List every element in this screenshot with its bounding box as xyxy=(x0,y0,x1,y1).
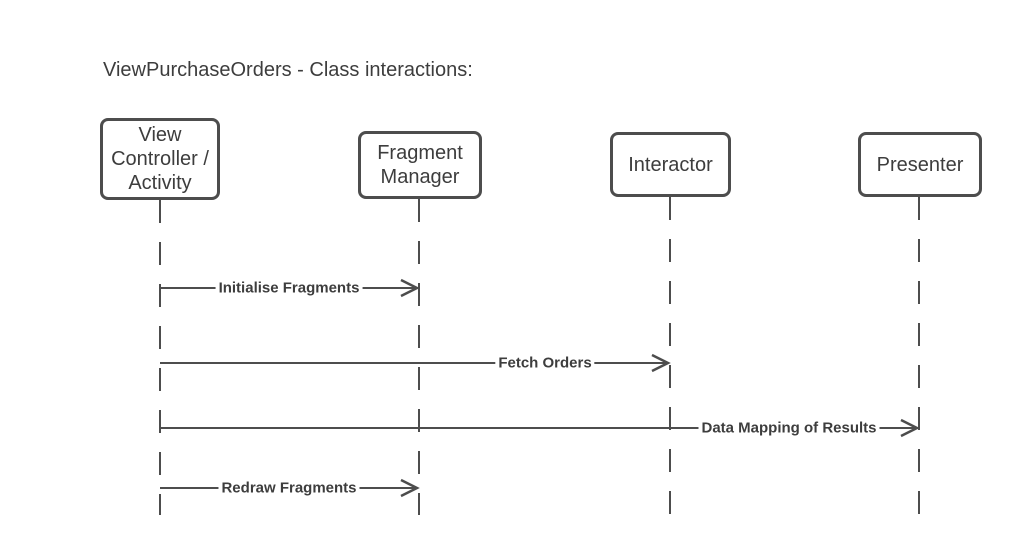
arrowhead-right-icon xyxy=(400,478,420,498)
actor-label: View Controller / Activity xyxy=(111,124,209,194)
message-label-redraw-fragments: Redraw Fragments xyxy=(218,479,360,497)
diagram-title: ViewPurchaseOrders - Class interactions: xyxy=(103,59,473,81)
arrowhead-right-icon xyxy=(651,353,671,373)
actor-label: Fragment Manager xyxy=(377,142,463,188)
arrowhead-right-icon xyxy=(900,418,920,438)
actor-label: Interactor xyxy=(628,153,713,176)
message-label-initialise-fragments: Initialise Fragments xyxy=(215,279,363,297)
actor-box-presenter: Presenter xyxy=(858,132,982,197)
arrowhead-right-icon xyxy=(400,278,420,298)
actor-box-view-controller-activity: View Controller / Activity xyxy=(100,118,220,200)
message-label-data-mapping-of-results: Data Mapping of Results xyxy=(698,419,880,437)
message-label-fetch-orders: Fetch Orders xyxy=(495,354,595,372)
actor-box-interactor: Interactor xyxy=(610,132,731,197)
actor-box-fragment-manager: Fragment Manager xyxy=(358,131,482,199)
actor-label: Presenter xyxy=(876,153,964,176)
